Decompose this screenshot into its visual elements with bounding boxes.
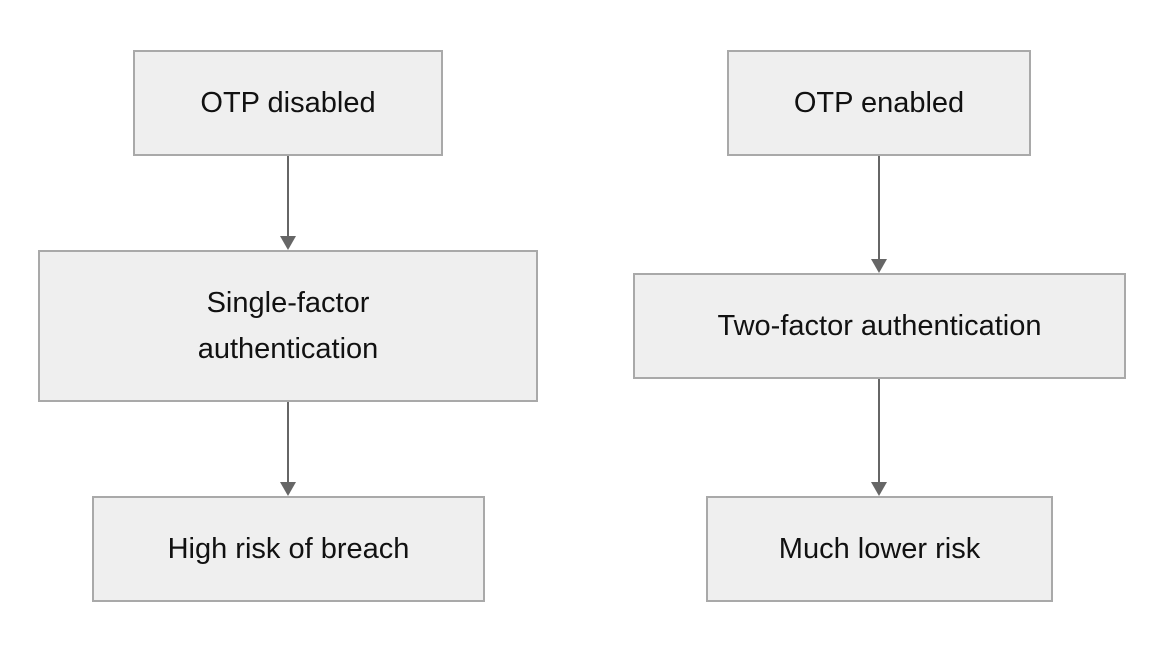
arrow-otp-enabled-to-two-factor [871, 156, 887, 273]
node-otp-disabled: OTP disabled [133, 50, 443, 156]
node-much-lower-risk: Much lower risk [706, 496, 1053, 602]
node-label: Two-factor authentication [717, 310, 1042, 342]
node-label: High risk of breach [167, 533, 410, 565]
arrow-two-factor-to-low-risk [871, 379, 887, 496]
node-label: OTP enabled [793, 87, 965, 119]
node-label: OTP disabled [200, 87, 376, 119]
arrow-single-factor-to-high-risk [280, 402, 296, 496]
node-single-factor-authentication: Single-factor authentication [38, 250, 538, 402]
node-label: Much lower risk [778, 533, 981, 565]
node-high-risk-of-breach: High risk of breach [92, 496, 485, 602]
node-label: Single-factor authentication [197, 287, 379, 365]
arrow-otp-disabled-to-single-factor [280, 156, 296, 250]
node-otp-enabled: OTP enabled [727, 50, 1031, 156]
node-two-factor-authentication: Two-factor authentication [633, 273, 1126, 379]
